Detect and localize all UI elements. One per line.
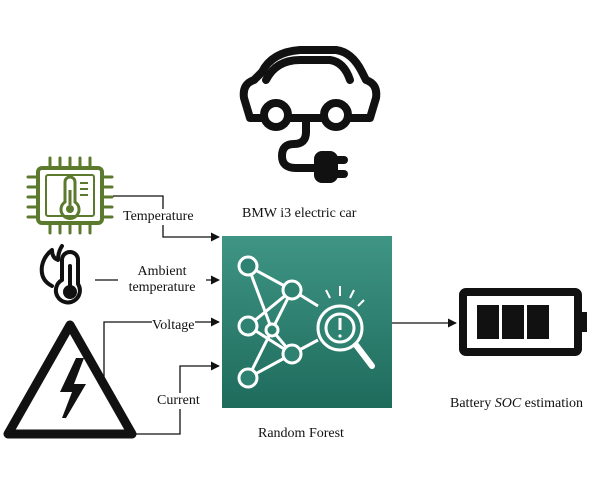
- car-label: BMW i3 electric car: [242, 206, 357, 222]
- high-voltage-warning-icon: [3, 320, 137, 439]
- output-emphasis: SOC: [494, 396, 522, 411]
- electric-car-icon: [239, 46, 381, 183]
- chip-thermometer-icon: [26, 156, 114, 235]
- voltage-label: Voltage: [152, 318, 195, 334]
- current-label: Current: [157, 393, 200, 409]
- ambient-temperature-label: Ambient temperature: [118, 264, 206, 296]
- output-suffix: estimation: [521, 396, 583, 411]
- temperature-label: Temperature: [123, 209, 194, 225]
- output-prefix: Battery: [450, 396, 495, 411]
- ambient-label-line1: Ambient: [137, 264, 187, 279]
- random-forest-panel: [222, 236, 392, 408]
- ambient-label-line2: temperature: [128, 280, 196, 295]
- neural-network-search-icon: [237, 255, 375, 389]
- output-label: Battery SOC estimation: [450, 396, 583, 412]
- flame-thermometer-icon: [39, 244, 82, 305]
- battery-icon: [459, 288, 587, 356]
- model-label: Random Forest: [258, 426, 344, 442]
